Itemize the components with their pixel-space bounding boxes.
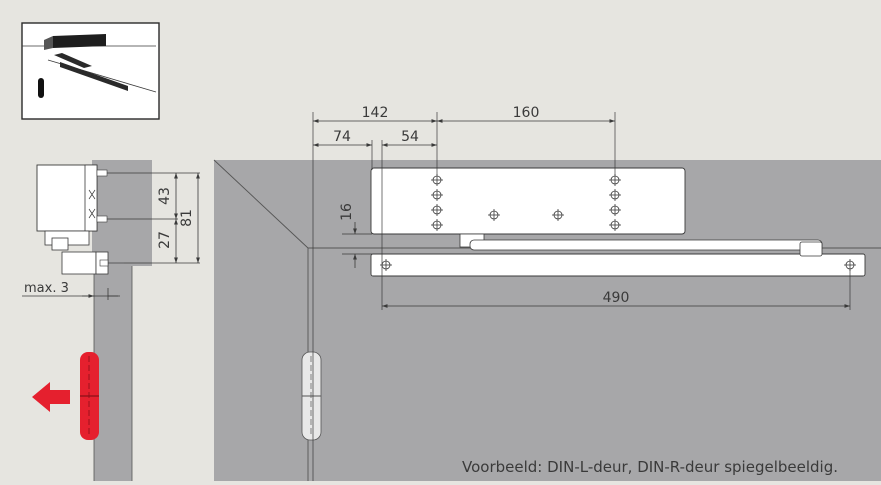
mounting-holes	[431, 174, 621, 231]
closer-body-front	[370, 167, 686, 235]
dim-27: 27	[157, 231, 173, 249]
guide-rail-side	[61, 251, 97, 275]
dim-43: 43	[157, 187, 173, 205]
door-leaf	[308, 248, 881, 481]
dim-max3: max. 3	[24, 281, 69, 296]
caption: Voorbeeld: DIN-L-deur, DIN-R-deur spiege…	[462, 458, 838, 476]
red-left-arrow-icon	[32, 382, 70, 412]
closer-arm	[469, 239, 823, 251]
dim-490: 490	[603, 290, 630, 306]
dim-74: 74	[333, 129, 351, 145]
guide-rail-front	[370, 253, 866, 277]
dim-142: 142	[362, 105, 389, 121]
door-front-view: 142 160 74 54 16 490	[213, 105, 881, 481]
door-leaf-section	[94, 266, 132, 481]
hinge-front-grey	[301, 351, 322, 441]
side-section-view: 43 27 81 max. 3	[22, 160, 200, 481]
dim-160: 160	[513, 105, 540, 121]
hinge-side-red	[80, 352, 99, 440]
thumbnail-perspective-view	[21, 22, 160, 120]
frame-section	[92, 160, 152, 266]
dim-54: 54	[401, 129, 419, 145]
dim-16: 16	[339, 203, 355, 221]
dim-81: 81	[179, 209, 195, 227]
